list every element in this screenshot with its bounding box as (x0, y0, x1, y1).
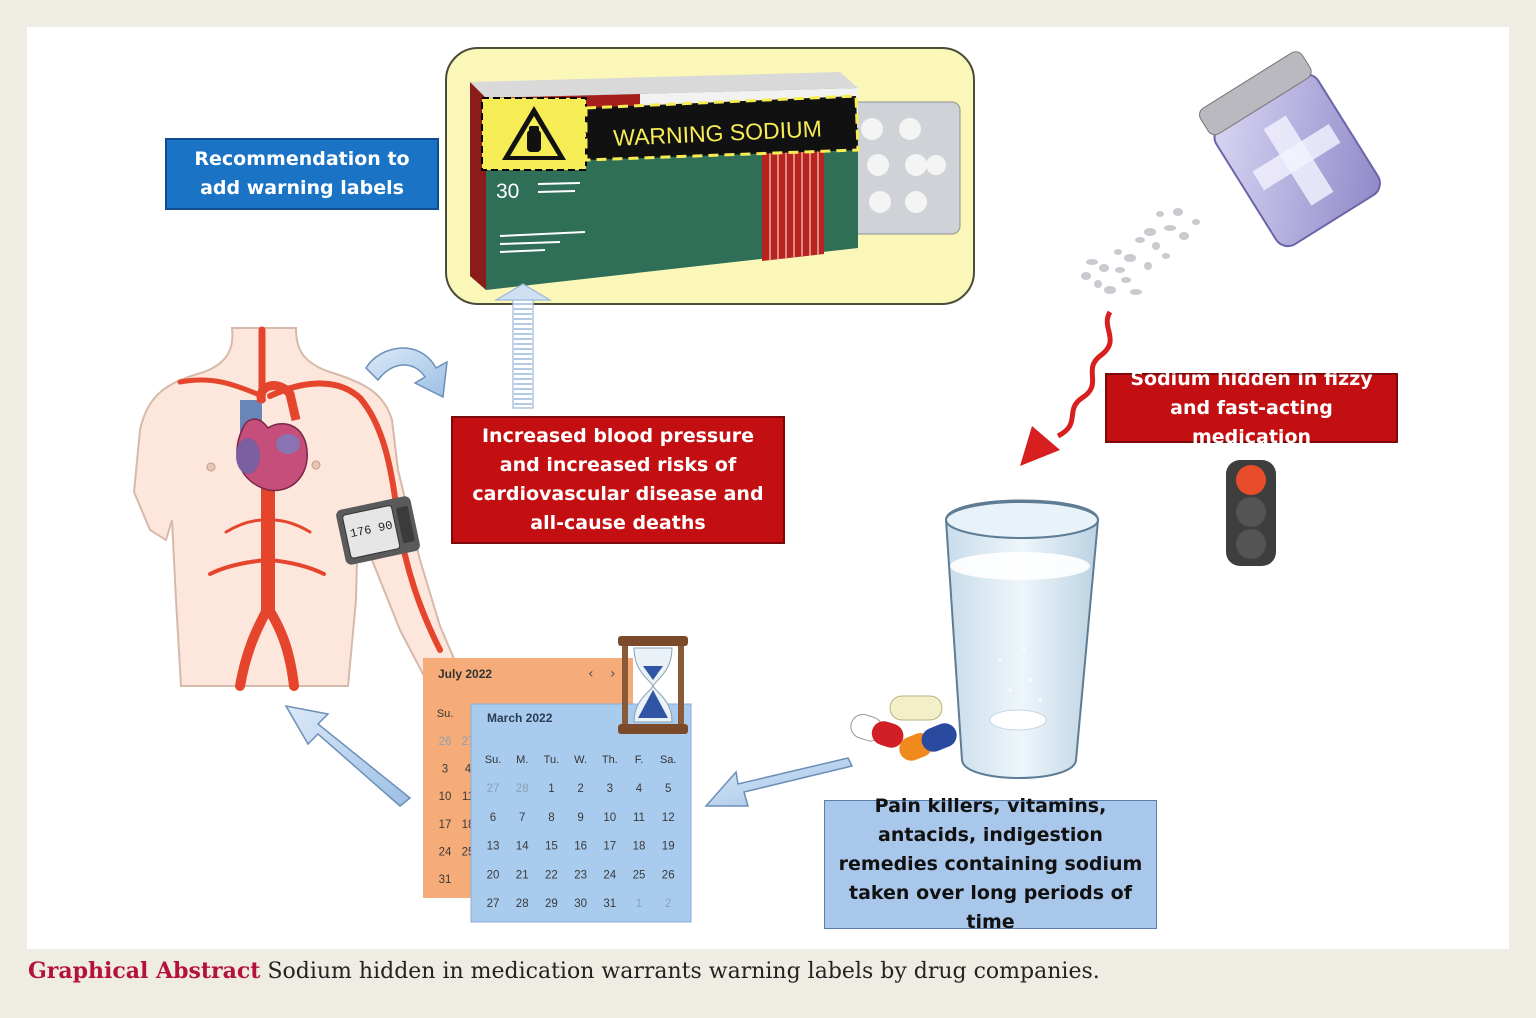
calendar-date: 25 (633, 869, 646, 881)
calendar-date: 14 (516, 841, 529, 853)
calendar-date: 16 (574, 841, 587, 853)
salt-grains (1081, 208, 1200, 295)
calendar-date: 8 (548, 812, 554, 824)
salt-shaker-icon (1199, 51, 1381, 248)
curved-arrow (365, 347, 448, 399)
calendar-day-header: F. (635, 754, 644, 766)
calendar-date: 17 (603, 841, 616, 853)
recommendation-box: Recommendation to add warning labels (165, 138, 439, 210)
calendar-date: 13 (487, 841, 500, 853)
calendar-date: 12 (662, 812, 675, 824)
calendar-day-header: M. (516, 754, 528, 766)
calendar-date: 28 (516, 898, 529, 910)
fizzy-medication-text: Sodium hidden in fizzy and fast-acting m… (1130, 367, 1373, 448)
calendar-date: 10 (439, 791, 452, 803)
calendar-day-header: Th. (602, 754, 618, 766)
calendar-date: 3 (442, 764, 448, 776)
calendar-day-header: Sa. (660, 754, 677, 766)
calendar-date: 27 (487, 783, 500, 795)
pain-killers-text: Pain killers, vitamins, antacids, indige… (838, 795, 1143, 933)
calendar-date: 2 (665, 898, 671, 910)
calendar-date: 18 (633, 841, 646, 853)
warning-salt-icon (502, 106, 566, 160)
calendar-date: 11 (462, 791, 474, 803)
warning-label: WARNING SODIUM (481, 94, 860, 171)
calendar-date: 2 (577, 783, 583, 795)
calendar-date: 31 (603, 898, 616, 910)
arrow-to-body (284, 704, 412, 807)
calendar-date: 31 (439, 874, 452, 886)
calendar-date: 26 (439, 736, 452, 748)
blood-pressure-box: Increased blood pressure and increased r… (451, 416, 785, 544)
calendar-date: 4 (465, 764, 472, 776)
glass-icon (944, 499, 1100, 779)
calendar-date: 26 (662, 869, 675, 881)
calendar-date: 19 (662, 841, 675, 853)
traffic-light-icon (1226, 460, 1276, 566)
calendar-date: 6 (490, 812, 496, 824)
calendar-date: 29 (545, 898, 558, 910)
figure-caption: Graphical Abstract Sodium hidden in medi… (28, 958, 1100, 984)
calendar-date: 22 (545, 869, 558, 881)
calendar-july-title: July 2022 (438, 667, 492, 681)
calendar-day-header: W. (574, 754, 587, 766)
blood-pressure-monitor: 176 90 (336, 496, 420, 565)
calendar-date: 5 (665, 783, 671, 795)
calendar-date: 1 (548, 783, 554, 795)
arrow-to-calendar (704, 757, 854, 807)
blood-pressure-text: Increased blood pressure and increased r… (472, 425, 764, 534)
caption-title: Graphical Abstract (28, 958, 261, 984)
calendar-date: 21 (516, 869, 529, 881)
recommendation-text: Recommendation to add warning labels (194, 148, 410, 199)
calendar-date: 4 (636, 783, 643, 795)
calendar-date: 10 (603, 812, 616, 824)
calendar-date: 24 (439, 846, 452, 858)
calendar-date: 17 (439, 819, 452, 831)
calendar-date: 27 (487, 898, 500, 910)
human-body: 176 90 (132, 326, 460, 691)
calendar-date: 24 (603, 869, 616, 881)
calendar-july-day: Su. (437, 708, 454, 720)
caption-text: Sodium hidden in medication warrants war… (260, 959, 1100, 984)
prev-month-icon: ‹ (588, 666, 594, 682)
calendar-date: 3 (607, 783, 613, 795)
package-panel: 30 WARNING SODIUM (445, 47, 975, 305)
heart (236, 381, 308, 492)
calendar-march-title: March 2022 (487, 711, 553, 725)
wavy-arrow (1020, 310, 1113, 466)
calendar-date: 20 (487, 869, 500, 881)
blister-pack (849, 101, 961, 235)
pain-killers-box: Pain killers, vitamins, antacids, indige… (824, 795, 1157, 933)
fizzy-medication-box: Sodium hidden in fizzy and fast-acting m… (1105, 368, 1398, 448)
calendar-day-header: Tu. (544, 754, 560, 766)
pills-icon (850, 695, 957, 761)
calendar-date: 30 (574, 898, 587, 910)
calendar-date: 11 (633, 812, 645, 824)
calendar-date: 28 (516, 783, 529, 795)
calendar-date: 15 (545, 841, 558, 853)
calendar-date: 1 (636, 898, 642, 910)
calendar-date: 7 (519, 812, 525, 824)
package-count: 30 (496, 180, 519, 203)
up-arrow (493, 283, 553, 409)
hourglass-icon (618, 636, 688, 734)
calendar-date: 9 (577, 812, 583, 824)
calendar-date: 23 (574, 869, 587, 881)
calendar-day-header: Su. (485, 754, 502, 766)
next-month-icon: › (610, 666, 616, 682)
